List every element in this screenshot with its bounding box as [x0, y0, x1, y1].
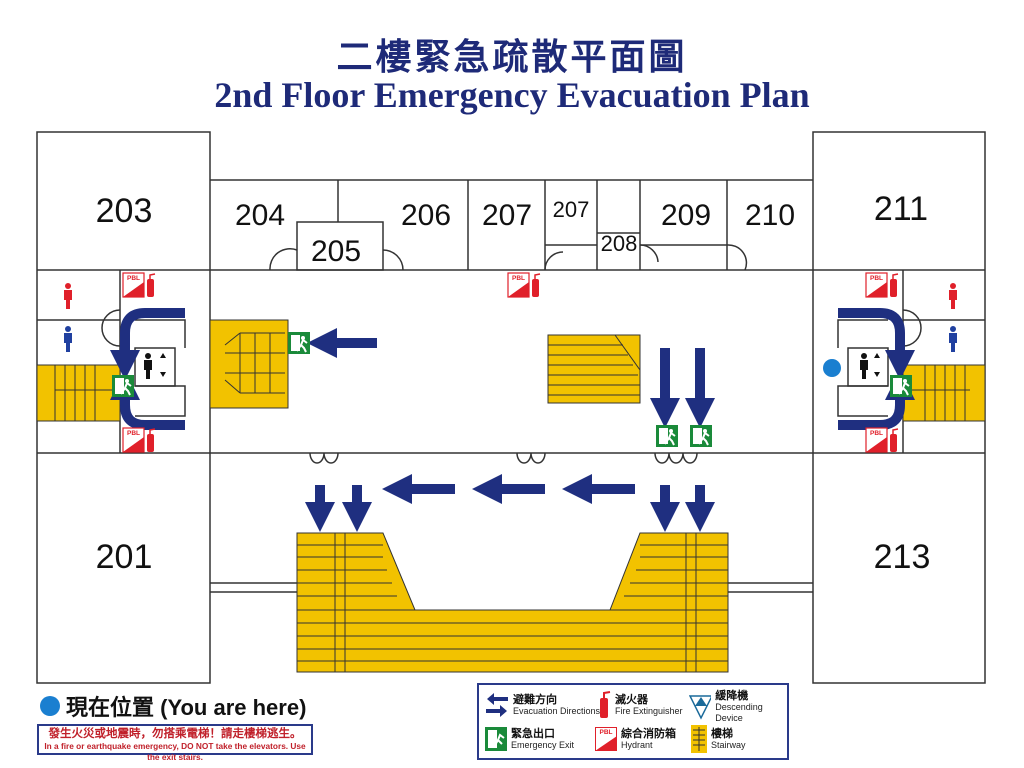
room-209: 209: [661, 199, 711, 232]
stairway-left-wing: [36, 364, 121, 422]
you-are-here-label: 現在位置 (You are here): [66, 695, 307, 720]
you-are-here-marker: [823, 359, 841, 377]
female-restroom-icon: [949, 283, 957, 309]
stairway-center-left: [209, 319, 289, 409]
legend-label: 綜合消防箱: [621, 727, 676, 740]
main-staircase: [296, 532, 729, 673]
stairway-center-right: [547, 334, 641, 404]
you-are-here-legend: 現在位置 (You are here): [40, 690, 306, 722]
legend-label: Stairway: [711, 740, 746, 750]
room-211: 211: [874, 190, 928, 228]
stairway-right-wing: [902, 364, 986, 422]
emergency-exit-icon: [689, 424, 713, 448]
hydrant-mark: PBL: [600, 729, 613, 736]
legend-label: Descending Device: [715, 702, 763, 723]
double-arrow-icon: [486, 693, 508, 717]
male-restroom-icon: [64, 326, 72, 352]
male-restroom-icon: [949, 326, 957, 352]
legend-label: 滅火器: [615, 693, 648, 706]
evacuation-arrow-left-top: [110, 308, 185, 380]
evacuation-arrows: [110, 308, 915, 532]
emergency-exit-icon: [287, 331, 311, 355]
room-208: 208: [601, 231, 638, 256]
room-206: 206: [401, 199, 451, 232]
legend-label: Hydrant: [621, 740, 653, 750]
room-207: 207: [482, 199, 532, 232]
fire-extinguisher-icon: [600, 691, 611, 718]
legend-label: Emergency Exit: [511, 740, 575, 750]
room-207-annex: 207: [553, 197, 590, 222]
evacuation-arrow-right-top: [838, 308, 915, 380]
emergency-exit-icon: [111, 374, 135, 398]
elevator-icon: [860, 353, 880, 379]
legend-label: 避難方向: [513, 693, 557, 706]
descending-device-icon: [689, 694, 712, 720]
title-chinese: 二樓緊急疏散平面圖: [336, 36, 688, 78]
evacuation-arrow-left-bottom: [110, 370, 185, 430]
emergency-exit-icon: [485, 727, 507, 751]
walls: [36, 131, 986, 684]
legend-label: 樓梯: [711, 727, 733, 740]
warning-chinese: 發生火災或地震時，勿搭乘電梯！請走樓梯逃生。: [48, 726, 302, 740]
hydrant-extinguisher-icon: [865, 427, 899, 453]
elevator-icon: [144, 353, 166, 379]
female-restroom-icon: [64, 283, 72, 309]
legend-label: 緊急出口: [511, 727, 555, 740]
legend-label: Fire Extinguisher: [615, 706, 683, 716]
you-are-here-dot-icon: [40, 696, 60, 716]
hydrant-extinguisher-icon: [122, 272, 156, 298]
room-201: 201: [96, 538, 153, 576]
emergency-exit-icon: [655, 424, 679, 448]
room-205: 205: [311, 235, 361, 268]
warning-english: In a fire or earthquake emergency, DO NO…: [44, 741, 306, 762]
hydrant-extinguisher-icon: [507, 272, 541, 298]
title-english: 2nd Floor Emergency Evacuation Plan: [214, 75, 810, 115]
stairway-icon: [691, 725, 707, 753]
emergency-exit-icon: [889, 374, 913, 398]
room-204: 204: [235, 199, 285, 232]
elevator-warning: 發生火災或地震時，勿搭乘電梯！請走樓梯逃生。 In a fire or eart…: [37, 724, 313, 762]
room-203: 203: [96, 192, 153, 230]
room-210: 210: [745, 199, 795, 232]
room-213: 213: [874, 538, 931, 576]
hydrant-icon: PBL: [595, 727, 617, 751]
hydrant-extinguisher-icon: [122, 427, 156, 453]
evacuation-arrow-right-bottom: [838, 370, 915, 430]
legend-label: Evacuation Directions: [513, 706, 601, 716]
legend-label: 緩降機: [715, 689, 749, 702]
hydrant-extinguisher-icon: [865, 272, 899, 298]
